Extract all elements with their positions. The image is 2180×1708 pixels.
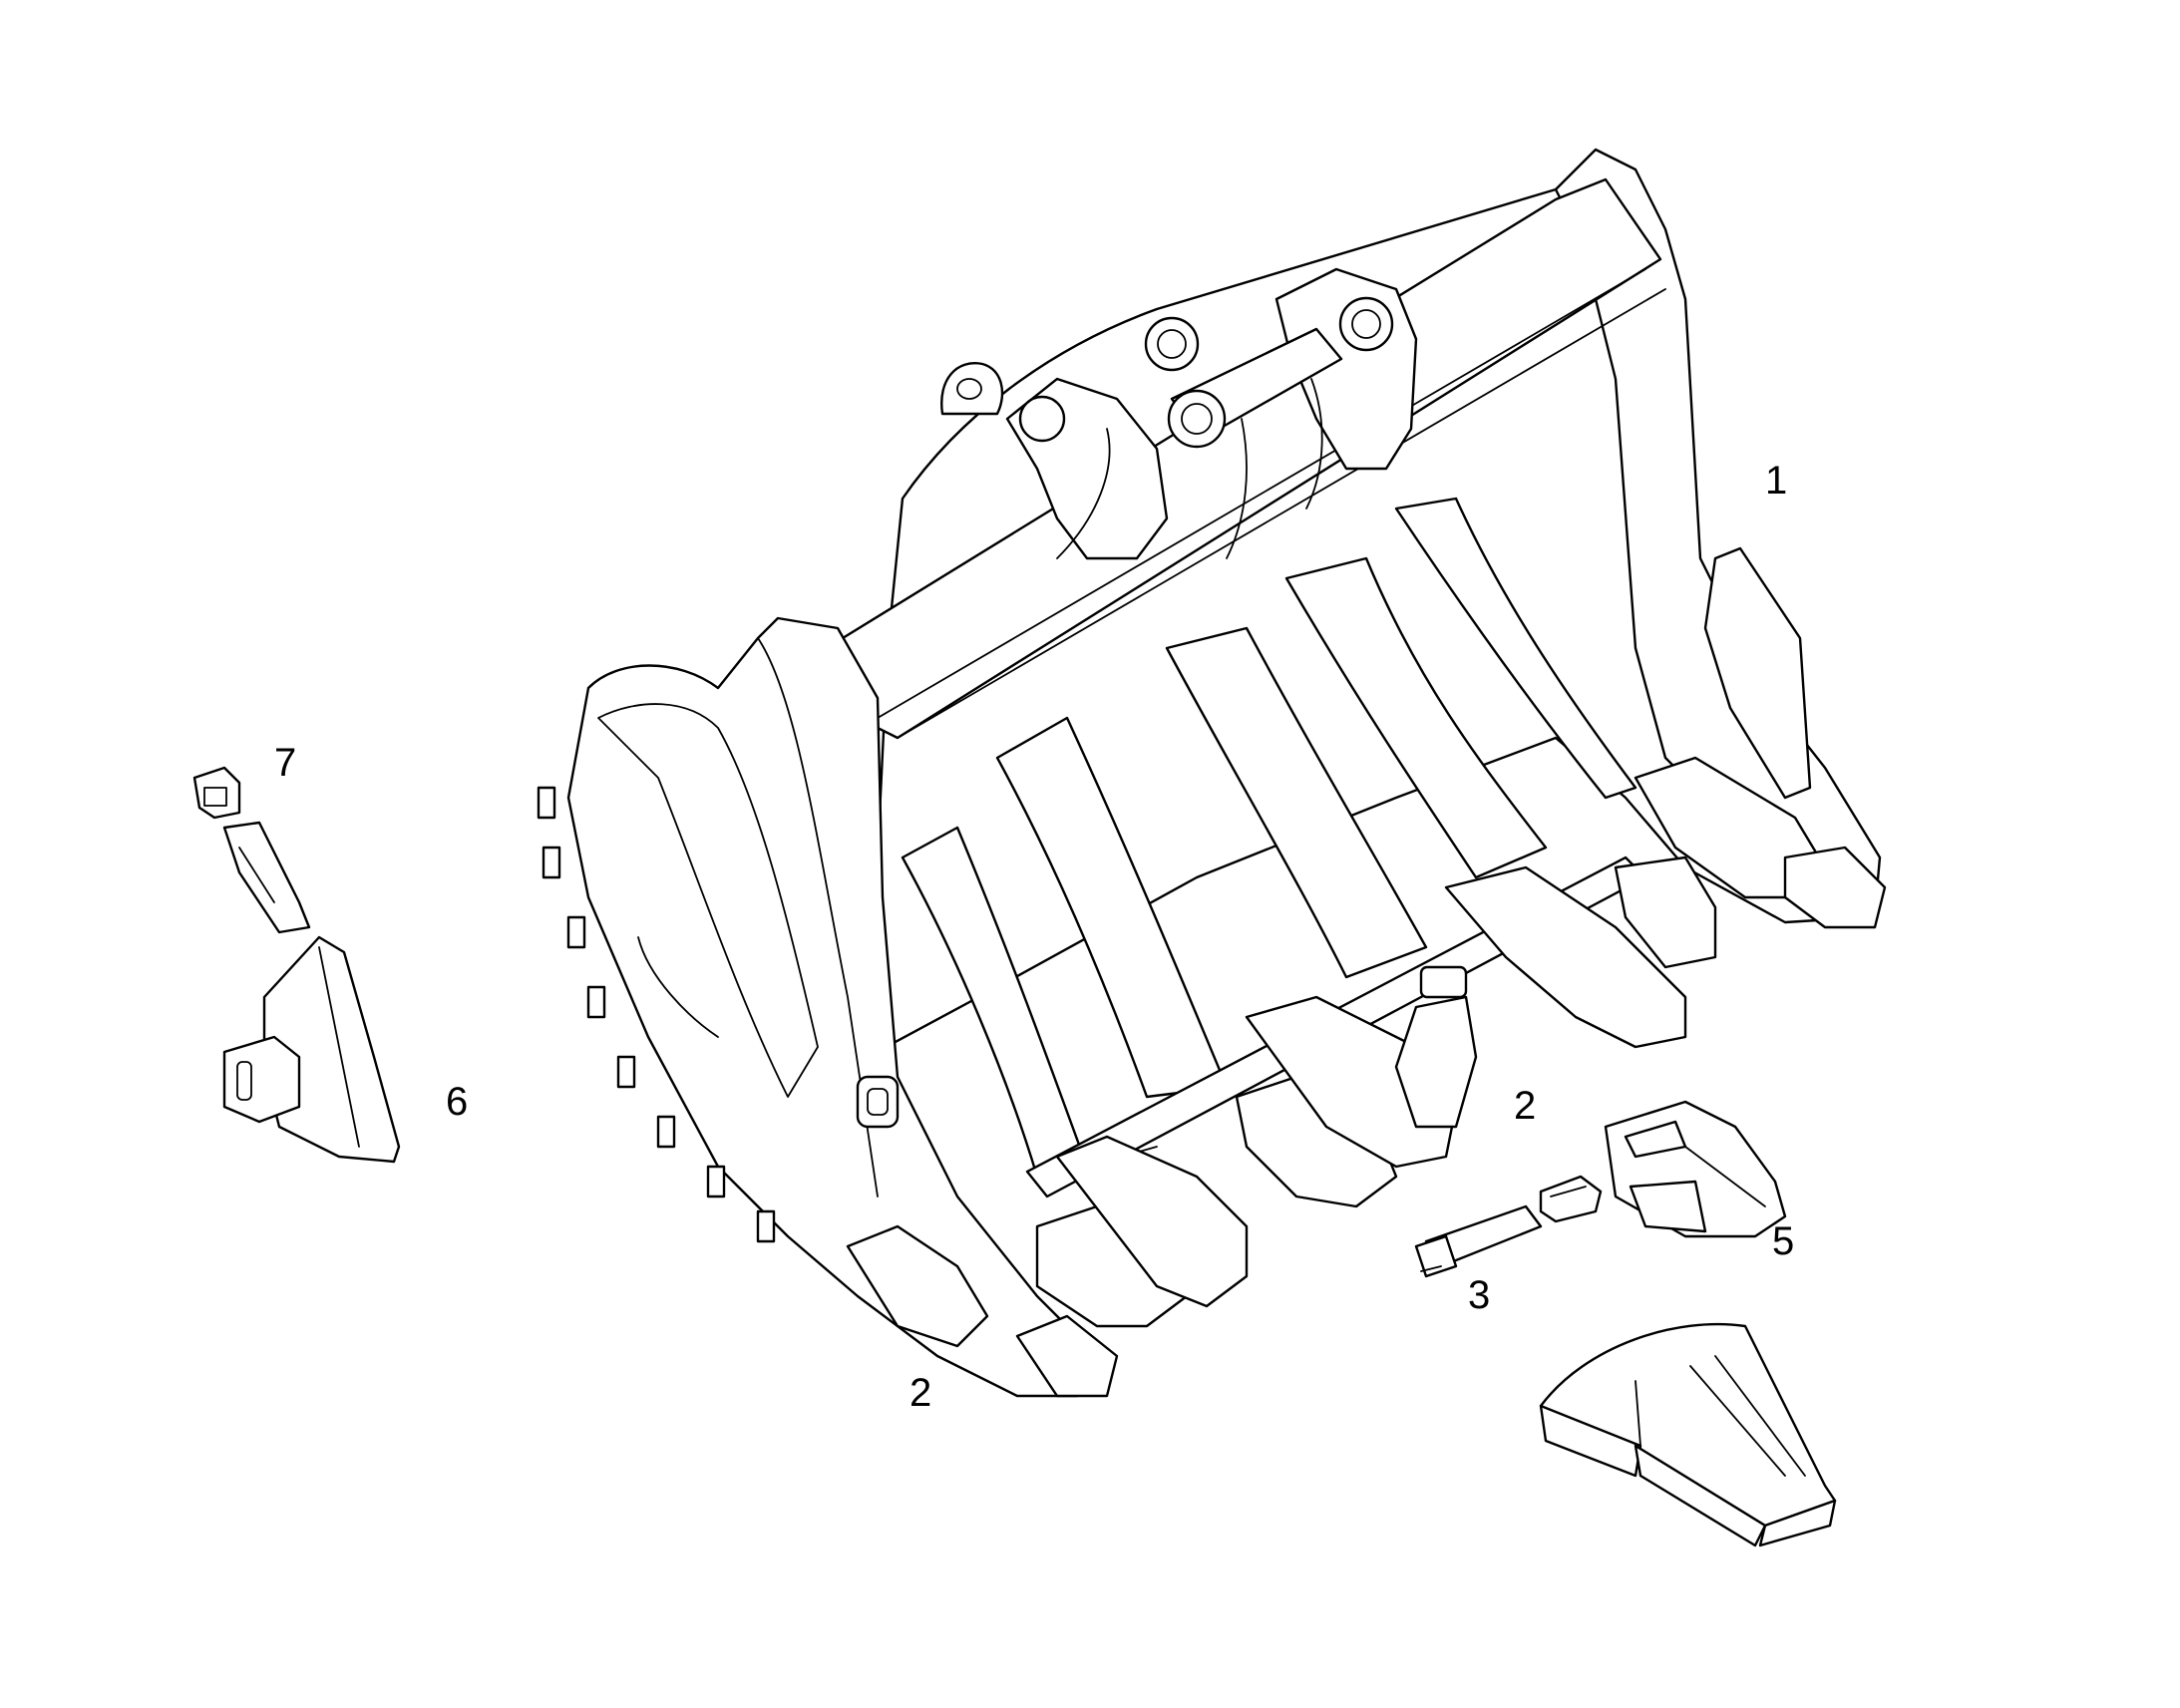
edge-tooth-4 — [1614, 855, 1717, 969]
lock-part-drawing — [192, 766, 311, 934]
edge-tooth-corner — [1015, 1314, 1119, 1398]
side-protector-drawing — [222, 935, 401, 1164]
rim-lug — [566, 915, 586, 949]
edge-adapter-3 — [1444, 865, 1687, 1049]
callout-7: 7 — [274, 741, 296, 785]
bucket-left-side-plate — [566, 616, 1089, 1398]
callout-3: 3 — [1468, 1273, 1490, 1317]
pin-boss-1 — [1144, 316, 1200, 372]
pin-boss-2 — [1167, 389, 1227, 449]
edge-tooth-3 — [1394, 995, 1478, 1129]
bucket-drawing — [537, 148, 1887, 1398]
rim-lug — [756, 1209, 776, 1243]
callout-6: 6 — [446, 1080, 468, 1124]
emblem-left — [856, 1075, 900, 1129]
rim-lug — [542, 846, 561, 879]
rim-lug — [616, 1055, 636, 1089]
edge-tooth-5 — [1783, 846, 1887, 929]
adapter-part-drawing — [1604, 1100, 1787, 1238]
bucket-right-wear-plate — [1703, 546, 1812, 800]
pin-boss-4 — [1018, 395, 1066, 443]
bucket-teeth — [846, 756, 1887, 1398]
edge-adapter-2 — [1245, 995, 1458, 1169]
rim-lug — [586, 985, 606, 1019]
rim-lug — [656, 1115, 676, 1149]
rim-lug — [537, 786, 556, 820]
tooth-tip-part-drawing — [1539, 1322, 1837, 1547]
emblem-edge — [1419, 965, 1468, 999]
edge-tooth-0 — [846, 1224, 989, 1348]
floor-rib-5 — [1394, 497, 1637, 800]
callout-2-right: 2 — [1514, 1084, 1536, 1128]
callout-2-left: 2 — [909, 1371, 931, 1415]
pin-part-drawing — [1414, 1175, 1603, 1278]
callout-1: 1 — [1765, 459, 1787, 503]
pin-boss-3 — [1338, 296, 1394, 352]
callout-5: 5 — [1772, 1219, 1794, 1263]
edge-adapter-1 — [1055, 1135, 1249, 1308]
lifting-eye — [940, 362, 1004, 416]
rim-lug — [706, 1165, 726, 1198]
